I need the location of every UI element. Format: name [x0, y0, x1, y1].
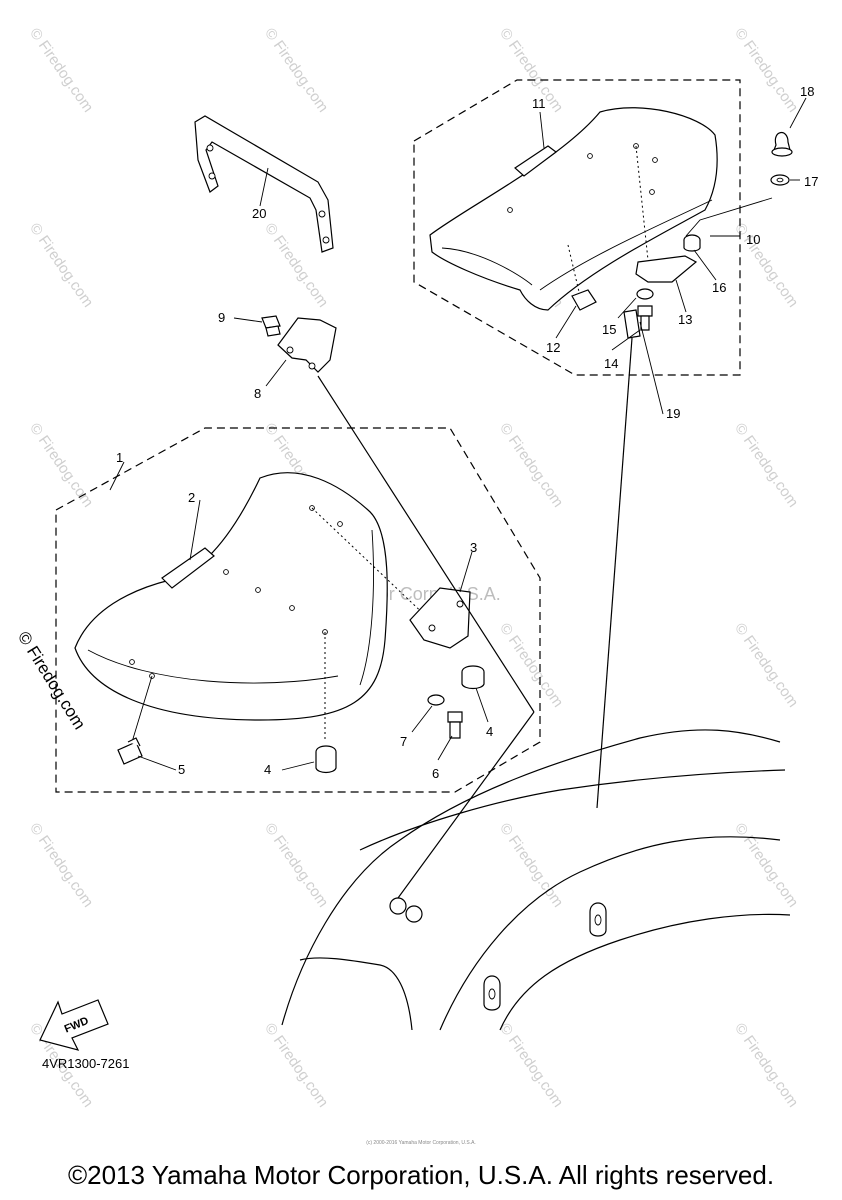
callout-number: 1	[116, 450, 123, 465]
callout-number: 12	[546, 340, 560, 355]
callout-number: 9	[218, 310, 225, 325]
callout-number: 14	[604, 356, 618, 371]
callout-number: 20	[252, 206, 266, 221]
grab-bar	[194, 115, 334, 253]
part-code: 4VR1300-7261	[42, 1056, 130, 1071]
callout-number: 10	[746, 232, 760, 247]
callout-number: 3	[470, 540, 477, 555]
callout-number: 17	[804, 174, 818, 189]
rear-seat-group	[413, 79, 793, 376]
fwd-arrow-icon: FWD	[39, 999, 109, 1051]
callout-number: 16	[712, 280, 726, 295]
callout-number: 19	[666, 406, 680, 421]
callout-number: 2	[188, 490, 195, 505]
callout-labels: 20 11 12 13 16 15 14 17 18 10 19 9 8 1 2…	[116, 84, 818, 781]
callout-number: 15	[602, 322, 616, 337]
seat-cable	[596, 309, 641, 809]
callout-number: 8	[254, 386, 261, 401]
callout-number: 4	[264, 762, 271, 777]
callout-number: 18	[800, 84, 814, 99]
main-seat-group	[55, 427, 541, 793]
leader-lines	[109, 97, 807, 771]
frame-outline	[281, 375, 791, 1031]
callout-number: 13	[678, 312, 692, 327]
callout-number: 6	[432, 766, 439, 781]
callout-number: 4	[486, 724, 493, 739]
tiny-credit: (c) 2000-2016 Yamaha Motor Corporation, …	[366, 1140, 476, 1146]
front-bracket	[261, 315, 337, 373]
callout-number: 11	[532, 96, 546, 111]
copyright-notice: ©2013 Yamaha Motor Corporation, U.S.A. A…	[67, 1160, 775, 1190]
callout-number: 7	[400, 734, 407, 749]
callout-number: 5	[178, 762, 185, 777]
